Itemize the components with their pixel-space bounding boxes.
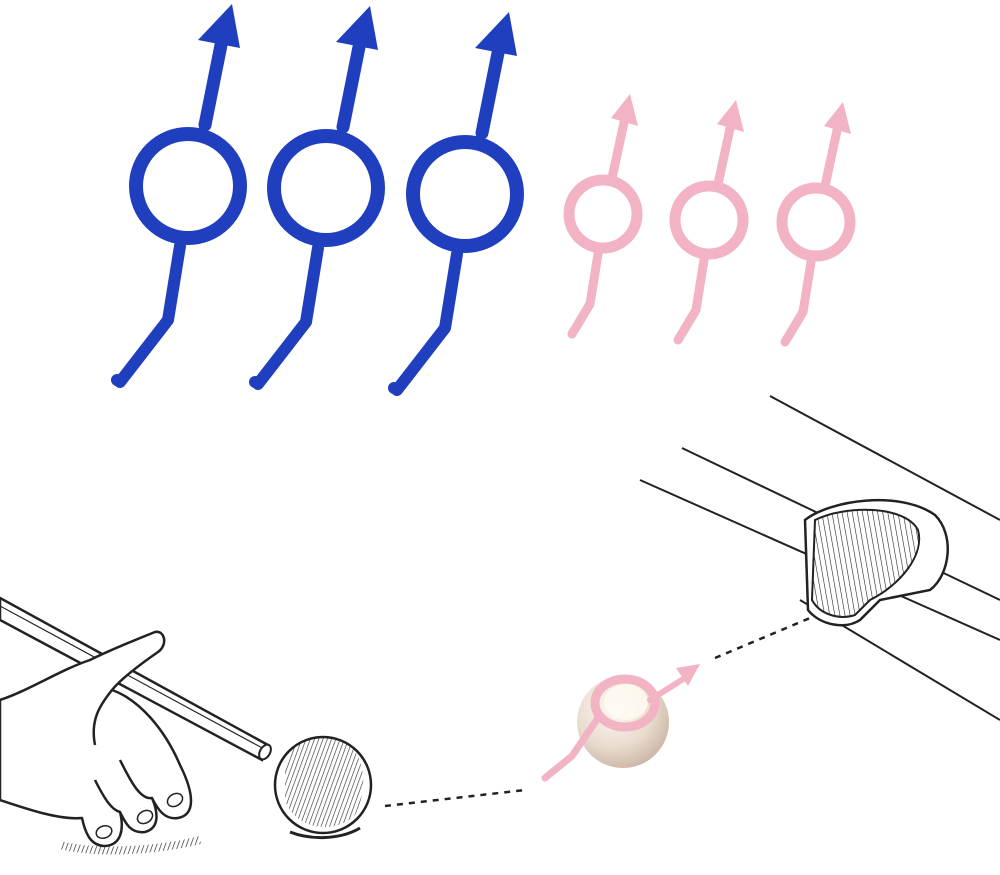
aim-path-line: [384, 788, 526, 808]
object-ball-with-marker: [541, 664, 700, 782]
pocket-icon: [803, 499, 949, 627]
blue-marker-group: [111, 4, 524, 396]
hand-illustration: [0, 630, 193, 848]
pink-marker-icon: [776, 102, 856, 347]
pink-marker-icon: [563, 94, 643, 339]
cue-stick: [0, 596, 272, 762]
blue-marker-icon: [388, 12, 524, 396]
pink-marker-group: [563, 94, 856, 347]
pink-marker-icon: [669, 100, 749, 345]
cue-ball: [273, 735, 373, 840]
blue-marker-icon: [249, 6, 385, 390]
ball-travel-line: [714, 616, 811, 660]
blue-marker-icon: [111, 4, 247, 388]
hand-shadow: [59, 836, 201, 855]
